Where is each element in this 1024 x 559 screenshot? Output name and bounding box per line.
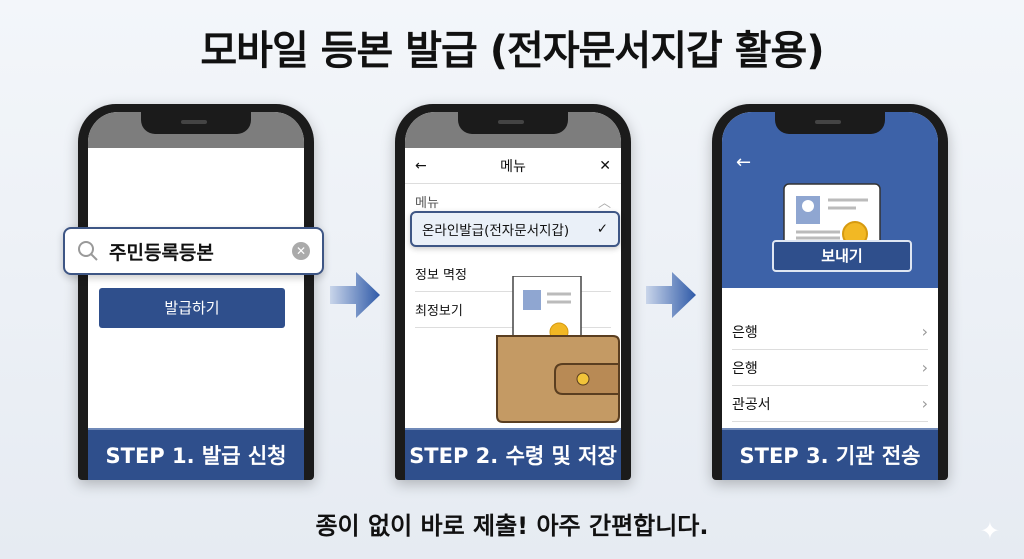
list-item-label: 은행 <box>732 324 758 341</box>
close-icon[interactable]: ✕ <box>599 157 611 174</box>
page-title: 모바일 등본 발급 (전자문서지갑 활용) <box>200 28 824 74</box>
menu-section: 메뉴 <box>415 196 439 211</box>
step3-label: STEP 3. 기관 전송 <box>722 428 938 480</box>
chevron-right-icon: › <box>921 322 928 341</box>
sparkle-icon: ✦ <box>979 517 1000 545</box>
search-icon <box>78 241 98 261</box>
menu-item-label: 최정보기 <box>415 304 463 319</box>
back-icon[interactable]: ← <box>415 157 427 174</box>
arrow-right-icon <box>330 272 380 318</box>
menu-item-label: 정보 멱정 <box>415 268 467 283</box>
search-value: 주민등록등본 <box>109 241 214 264</box>
menu-item-selected[interactable]: 온라인발급(전자문서지갑) ✓ <box>410 211 620 247</box>
send-button[interactable]: 보내기 <box>772 240 912 272</box>
list-item[interactable]: 은행 › <box>732 350 928 386</box>
phone-step1: 발급하기 STEP 1. 발급 신청 <box>78 104 314 480</box>
phone-step2: ← 메뉴 ✕ 메뉴 ︿ 정보 멱정 최정보기 STEP 2. 수령 및 저장 <box>395 104 631 480</box>
list-item-label: 관공서 <box>732 396 771 413</box>
chevron-right-icon: › <box>921 358 928 377</box>
chevron-right-icon: › <box>921 394 928 413</box>
phone-step3: ← 보내기 은행 › 은행 › 관공서 › STEP 3. 기관 전송 <box>712 104 948 480</box>
check-icon: ✓ <box>596 221 608 237</box>
step1-label: STEP 1. 발급 신청 <box>88 428 304 480</box>
menu-header: 메뉴 <box>500 158 526 175</box>
clear-icon[interactable]: ✕ <box>292 242 310 260</box>
wallet-icon <box>496 276 620 423</box>
step2-label: STEP 2. 수령 및 저장 <box>405 428 621 480</box>
menu-item-label: 온라인발급(전자문서지갑) <box>422 223 570 239</box>
list-item[interactable]: 은행 › <box>732 314 928 350</box>
list-item-label: 은행 <box>732 360 758 377</box>
arrow-right-icon <box>646 272 696 318</box>
list-item[interactable]: 관공서 › <box>732 386 928 422</box>
back-icon[interactable]: ← <box>736 152 752 173</box>
search-input[interactable]: 주민등록등본 ✕ <box>63 227 324 275</box>
chevron-up-icon[interactable]: ︿ <box>597 196 611 211</box>
footer-text: 종이 없이 바로 제출! 아주 간편합니다. <box>315 512 709 540</box>
issue-button[interactable]: 발급하기 <box>99 288 285 328</box>
